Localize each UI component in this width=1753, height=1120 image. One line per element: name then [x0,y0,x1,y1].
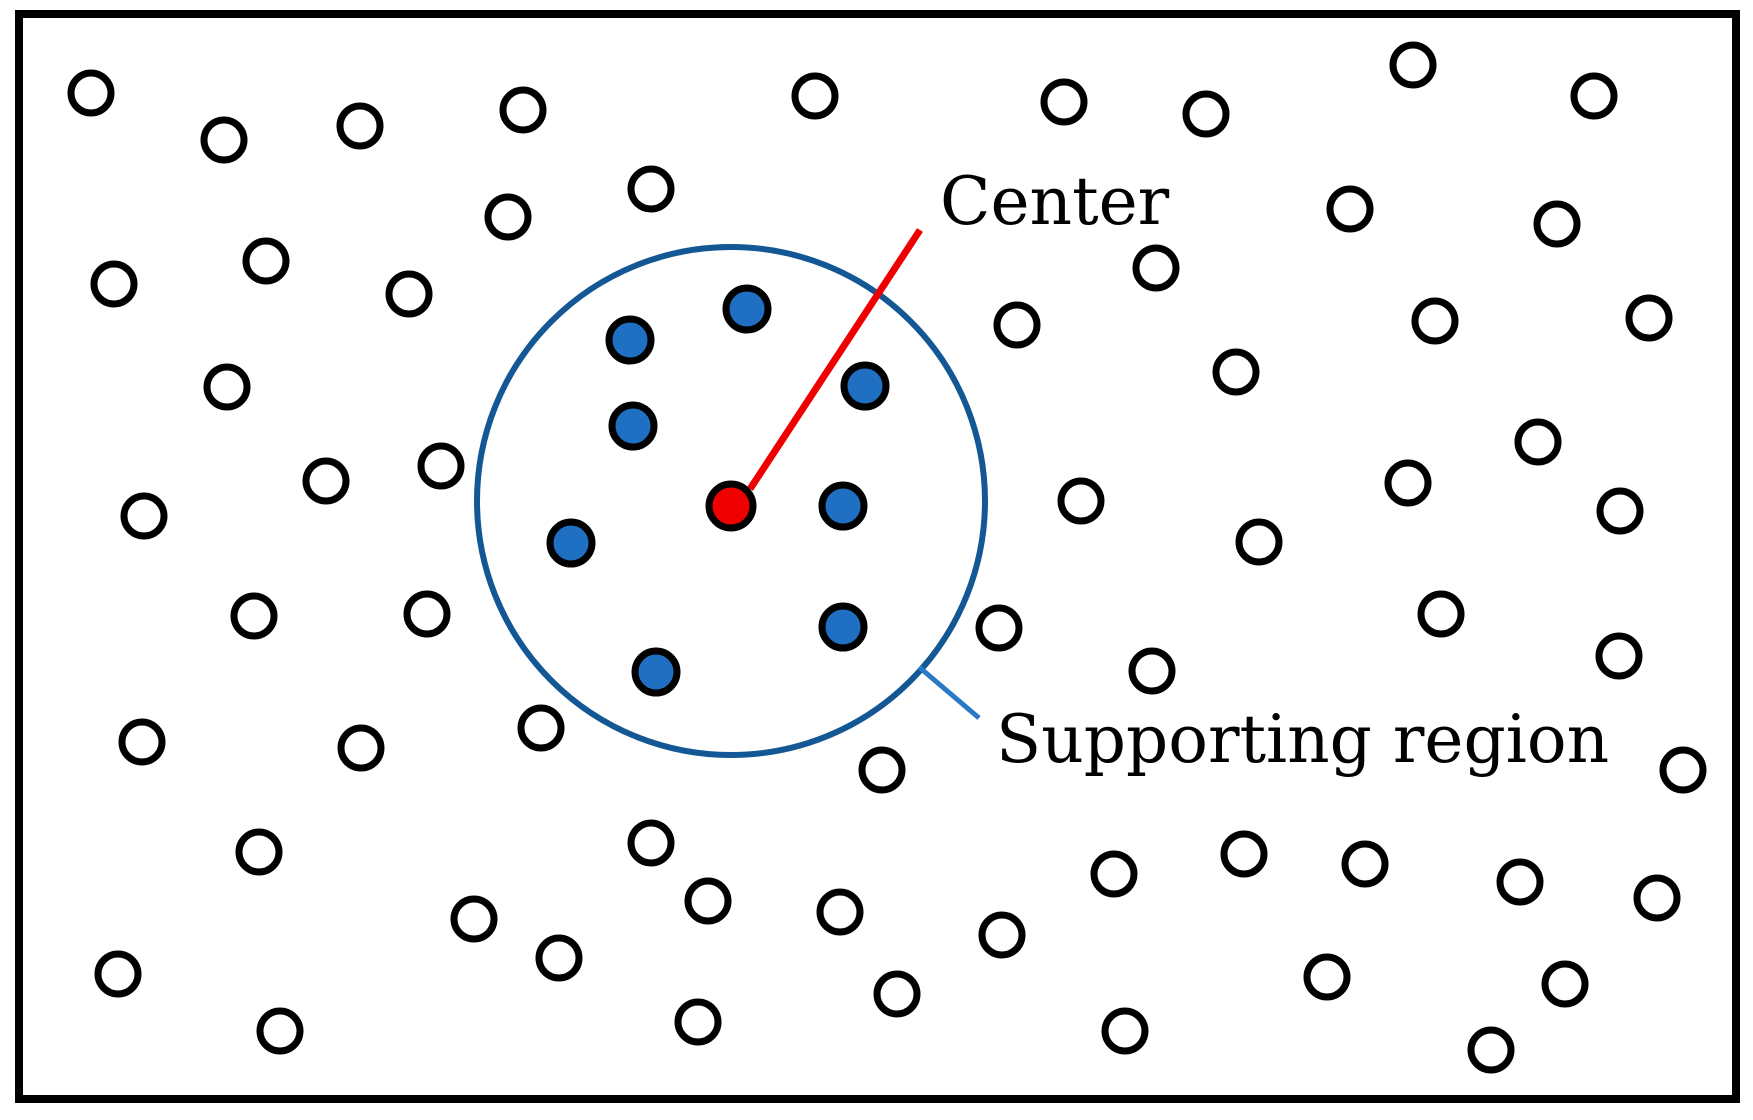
sample-node [1659,746,1707,794]
sample-node [90,260,138,308]
sample-node [120,492,168,540]
sample-node [1040,78,1088,126]
sample-node [1220,830,1268,878]
sample-node [200,116,248,164]
supporting-region-circle [474,244,988,758]
sample-node [203,363,251,411]
center-node [705,480,757,532]
sample-node [517,704,565,752]
sample-node [627,819,675,867]
sample-node [1132,244,1180,292]
sample-node [1496,858,1544,906]
supporting-region-label: Supporting region [996,701,1609,778]
sample-node [385,270,433,318]
sample-node [674,998,722,1046]
sample-node [1101,1007,1149,1055]
sample-node [403,590,451,638]
sample-node [1514,418,1562,466]
diagram-frame [15,10,1740,1103]
sample-node [978,911,1026,959]
sample-node [118,718,166,766]
sample-node [256,1007,304,1055]
sample-node [1417,590,1465,638]
sample-node [235,828,283,876]
sample-node [858,746,906,794]
neighbor-node [818,602,868,652]
sample-node [484,193,532,241]
sample-node [1570,72,1618,120]
neighbor-nodes [546,284,890,697]
sample-node [499,86,547,134]
sample-node [337,724,385,772]
sample-node [1596,487,1644,535]
sample-node [816,888,864,936]
sample-node [1384,459,1432,507]
sample-node [1057,477,1105,525]
sample-node [1128,647,1176,695]
sample-node [684,877,732,925]
region-leader-line [917,665,981,720]
sample-node [1411,297,1459,345]
sample-node [1303,953,1351,1001]
sample-node [1326,185,1374,233]
sample-node [873,970,921,1018]
sample-node [1235,518,1283,566]
sample-node [94,950,142,998]
sample-node [1212,348,1260,396]
sample-node [450,895,498,943]
sample-node [1541,960,1589,1008]
background-nodes [67,41,1707,1074]
sample-node [1633,874,1681,922]
sample-node [1090,850,1138,898]
sample-node [1341,840,1389,888]
neighbor-node [631,647,681,697]
sample-node [993,301,1041,349]
sample-node [1389,41,1437,89]
center-label: Center [940,163,1170,240]
sample-node [1467,1026,1515,1074]
sample-node [791,72,839,120]
neighbor-node [818,481,868,531]
sample-node [1533,200,1581,248]
center-leader-line [747,228,923,491]
sample-node [230,592,278,640]
sample-node [1625,294,1673,342]
sample-node [1595,632,1643,680]
sample-node [417,442,465,490]
sample-node [627,165,675,213]
neighbor-node [605,315,655,365]
sample-node [67,69,115,117]
sample-node [242,237,290,285]
neighbor-node [722,284,772,334]
neighbor-node [546,518,596,568]
sample-node [975,604,1023,652]
neighbor-node [840,361,890,411]
sample-node [336,102,384,150]
sample-node [1182,90,1230,138]
sample-node [535,934,583,982]
sample-node [302,457,350,505]
neighbor-node [608,401,658,451]
